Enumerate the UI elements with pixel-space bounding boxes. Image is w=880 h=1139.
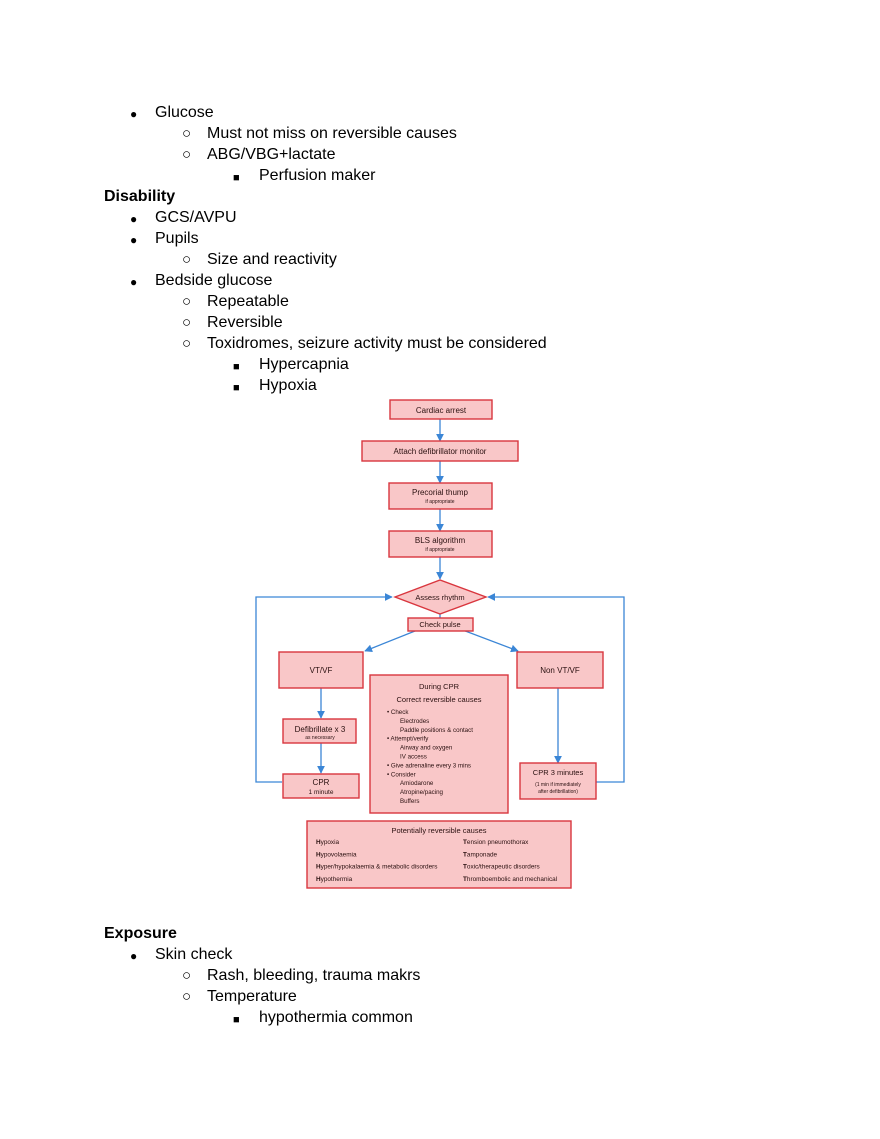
label-reversible-title: Potentially reversible causes [391, 826, 486, 835]
bullet-square: ■ [233, 382, 240, 394]
cardiac-arrest-flowchart: Cardiac arrest Attach defibrillator moni… [255, 399, 625, 889]
reversible-cause-t: Toxic/therapeutic disorders [463, 864, 540, 871]
during-cpr-line: • Attempt/verify [387, 736, 429, 743]
box-cpr-left [282, 773, 360, 799]
bullet-dot: ● [130, 212, 138, 226]
label-defibrillate-sub: as necessary [305, 735, 335, 741]
bullet-circle: ○ [182, 314, 192, 331]
bullet-dot: ● [130, 275, 138, 289]
box-check-pulse [407, 617, 474, 632]
label-during-cpr-subtitle: Correct reversible causes [396, 695, 481, 704]
list-item-hypercapnia: Hypercapnia [259, 356, 349, 373]
label-check-pulse: Check pulse [419, 620, 460, 629]
list-item-skin-check: Skin check [155, 946, 233, 963]
bullet-circle: ○ [182, 335, 192, 352]
box-cardiac-arrest [389, 399, 493, 420]
bullet-circle: ○ [182, 967, 192, 984]
list-item-hypoxia: Hypoxia [259, 377, 317, 394]
label-cpr-right-sub1: (1 min if immediately [535, 782, 581, 788]
bullet-square: ■ [233, 172, 240, 184]
list-item-bedside-glucose: Bedside glucose [155, 272, 273, 289]
label-during-cpr-title: During CPR [419, 682, 460, 691]
reversible-causes-t-list: Tension pneumothoraxTamponadeToxic/thera… [463, 839, 557, 883]
during-cpr-line: IV access [400, 754, 427, 761]
during-cpr-line: • Give adrenaline every 3 mins [387, 762, 471, 769]
label-vtvf: VT/VF [310, 666, 333, 675]
label-cardiac-arrest: Cardiac arrest [416, 406, 467, 415]
box-assess-rhythm [393, 579, 489, 615]
section-heading-disability: Disability [104, 188, 176, 205]
box-attach-defib [361, 440, 519, 462]
box-cpr-right [519, 762, 597, 800]
reversible-cause-h: Hyper/hypokalaemia & metabolic disorders [316, 864, 438, 871]
reversible-cause-t: Tension pneumothorax [463, 839, 529, 846]
list-item-gcs: GCS/AVPU [155, 209, 237, 226]
loop-right [487, 593, 625, 783]
section-heading-exposure: Exposure [104, 925, 177, 942]
box-non-vtvf [516, 651, 604, 689]
reversible-cause-h: Hypoxia [316, 839, 340, 846]
label-bls: BLS algorithm [415, 536, 466, 545]
during-cpr-line: Electrodes [400, 718, 429, 725]
flow-connectors [255, 419, 625, 783]
label-bls-sub: if appropriate [425, 547, 454, 553]
label-attach-defib: Attach defibrillator monitor [394, 447, 487, 456]
arrow-pulse-to-vtvf [364, 628, 421, 653]
box-defibrillate [282, 718, 357, 744]
label-cpr-right: CPR 3 minutes [533, 768, 584, 777]
label-cpr-left: CPR [313, 778, 330, 787]
box-vtvf [278, 651, 364, 689]
label-precordial-thump: Precorial thump [412, 488, 469, 497]
list-item-perfusion: Perfusion maker [259, 167, 376, 184]
box-reversible-causes [306, 820, 572, 889]
bullet-dot: ● [130, 949, 138, 963]
box-during-cpr [369, 674, 509, 814]
bullet-dot: ● [130, 107, 138, 121]
reversible-cause-t: Tamponade [463, 851, 498, 858]
bullet-circle: ○ [182, 146, 192, 163]
label-cpr-left-sub: 1 minute [309, 789, 334, 796]
list-item-glucose: Glucose [155, 104, 214, 121]
during-cpr-line: • Check [387, 709, 409, 716]
label-assess-rhythm: Assess rhythm [415, 593, 464, 602]
bullet-square: ■ [233, 1014, 240, 1026]
list-item-rash: Rash, bleeding, trauma makrs [207, 967, 421, 984]
list-item-repeatable: Repeatable [207, 293, 289, 310]
bullet-square: ■ [233, 361, 240, 373]
loop-left [255, 593, 393, 783]
box-precordial-thump [388, 482, 493, 510]
list-item-pupils: Pupils [155, 230, 199, 247]
list-item-toxidromes: Toxidromes, seizure activity must be con… [207, 335, 547, 352]
during-cpr-line: • Consider [387, 771, 416, 778]
reversible-cause-t: Thromboembolic and mechanical [463, 876, 557, 883]
box-bls [388, 530, 493, 558]
bullet-circle: ○ [182, 251, 192, 268]
label-defibrillate: Defibrillate x 3 [295, 725, 346, 734]
during-cpr-line: Buffers [400, 798, 420, 805]
reversible-cause-h: Hypovolaemia [316, 851, 357, 858]
bullet-circle: ○ [182, 988, 192, 1005]
list-item-temperature: Temperature [207, 988, 297, 1005]
during-cpr-line: Atropine/pacing [400, 789, 444, 796]
reversible-cause-h: Hypothermia [316, 876, 353, 883]
list-item-abg: ABG/VBG+lactate [207, 146, 336, 163]
during-cpr-line: Airway and oxygen [400, 745, 453, 752]
list-item-hypothermia: hypothermia common [259, 1009, 413, 1026]
list-item-size-reactivity: Size and reactivity [207, 251, 337, 268]
bullet-circle: ○ [182, 293, 192, 310]
label-precordial-sub: if appropriate [425, 499, 454, 505]
during-cpr-line: Amiodarone [400, 780, 434, 787]
label-non-vtvf: Non VT/VF [540, 666, 580, 675]
list-item-must-not-miss: Must not miss on reversible causes [207, 125, 457, 142]
bullet-dot: ● [130, 233, 138, 247]
during-cpr-line: Paddle positions & contact [400, 727, 473, 734]
bullet-circle: ○ [182, 125, 192, 142]
label-cpr-right-sub2: after defibrillation) [538, 789, 578, 795]
arrow-pulse-to-nonvtvf [459, 628, 519, 653]
list-item-reversible: Reversible [207, 314, 283, 331]
